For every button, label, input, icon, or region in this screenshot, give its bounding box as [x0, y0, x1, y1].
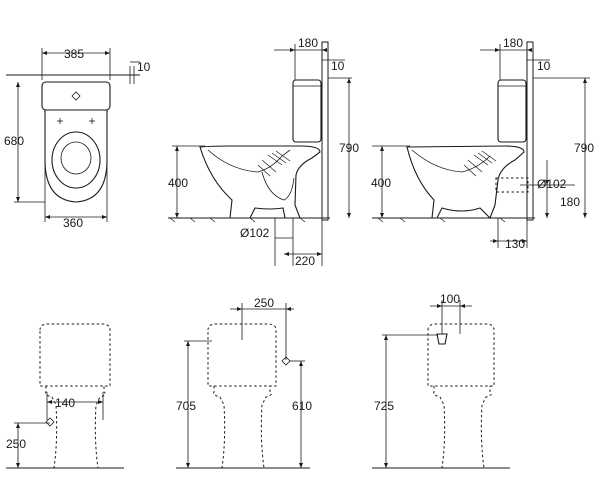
front-mid-offset-label: 250 — [254, 296, 274, 310]
front-mid-inlet-height-label: 610 — [292, 399, 312, 413]
top-gap-label: 10 — [137, 60, 151, 74]
front-mid-total-height-label: 705 — [176, 399, 196, 413]
p-trap-offset-label: 180 — [503, 36, 523, 50]
side-view-s-trap: 180 10 790 400 Ø102 220 — [168, 36, 359, 268]
p-trap-gap-label: 10 — [537, 59, 551, 73]
front-view-right: 100 725 — [372, 292, 510, 469]
top-width-label: 385 — [64, 47, 84, 61]
p-trap-outlet-height-label: 180 — [560, 195, 580, 209]
top-depth-label: 680 — [4, 134, 24, 148]
p-trap-outlet-diameter-label: Ø102 — [537, 177, 567, 191]
front-right-height-label: 725 — [374, 399, 394, 413]
top-view: 385 10 680 360 — [4, 47, 151, 230]
s-trap-gap-label: 10 — [331, 59, 345, 73]
s-trap-outlet-distance-label: 220 — [295, 254, 315, 268]
p-trap-height-label: 790 — [574, 141, 594, 155]
front-left-height-label: 250 — [6, 437, 26, 451]
p-trap-seat-label: 400 — [371, 176, 391, 190]
s-trap-height-label: 790 — [339, 141, 359, 155]
p-trap-outlet-distance-label: 130 — [505, 237, 525, 251]
front-view-middle: 250 705 610 — [176, 296, 312, 469]
side-view-p-trap: 400 180 10 790 Ø102 180 130 — [371, 36, 594, 251]
s-trap-outlet-diameter-label: Ø102 — [240, 226, 270, 240]
front-view-left: 140 250 — [6, 323, 124, 469]
front-right-offset-label: 100 — [440, 292, 460, 306]
s-trap-offset-label: 180 — [298, 36, 318, 50]
s-trap-seat-label: 400 — [168, 176, 188, 190]
front-left-width-label: 140 — [55, 396, 75, 410]
top-bottom-width-label: 360 — [63, 216, 83, 230]
